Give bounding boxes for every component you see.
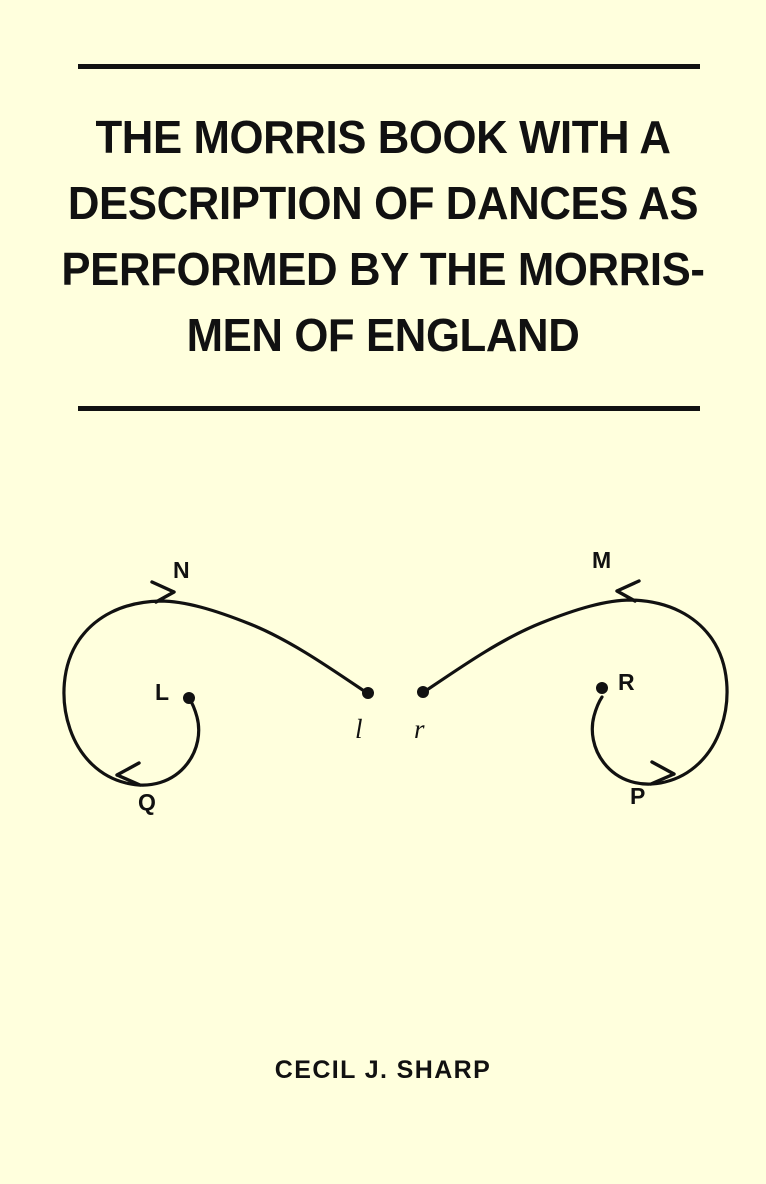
top-divider-rule [78, 64, 700, 69]
morris-dance-path-diagram: N L l Q M R r P [0, 520, 766, 840]
right-spiral-path: M R r P [414, 547, 729, 809]
right-spiral-stroke [422, 598, 729, 786]
right-label-R: R [618, 669, 635, 695]
right-arrowhead-M [615, 579, 641, 603]
left-label-Q: Q [138, 789, 156, 815]
title-line-2: DESCRIPTION OF DANCES AS [67, 177, 699, 229]
left-dot-l [362, 687, 374, 699]
left-spiral-path: N L l Q [62, 557, 374, 815]
left-spiral-stroke [62, 599, 369, 787]
right-dot-r [417, 686, 429, 698]
title-line-4: MEN OF ENGLAND [186, 309, 580, 361]
right-label-P: P [630, 783, 645, 809]
title-line-1: THE MORRIS BOOK WITH A [95, 111, 671, 163]
left-dot-L [183, 692, 195, 704]
left-label-N: N [173, 557, 190, 583]
title-line-3: PERFORMED BY THE MORRIS- [61, 243, 705, 295]
right-label-r: r [414, 714, 425, 744]
left-label-L: L [155, 679, 169, 705]
left-arrowhead-N [150, 580, 176, 604]
right-dot-R [596, 682, 608, 694]
right-arrowhead-P [649, 760, 676, 786]
left-label-l: l [355, 714, 363, 744]
author-name: CECIL J. SHARP [274, 1056, 492, 1084]
diagram-canvas: N L l Q M R r P [62, 547, 729, 815]
right-label-M: M [592, 547, 611, 573]
bottom-divider-rule [78, 406, 700, 411]
page-title: THE MORRIS BOOK WITH A DESCRIPTION OF DA… [0, 104, 766, 368]
left-arrowhead-Q [115, 761, 142, 787]
